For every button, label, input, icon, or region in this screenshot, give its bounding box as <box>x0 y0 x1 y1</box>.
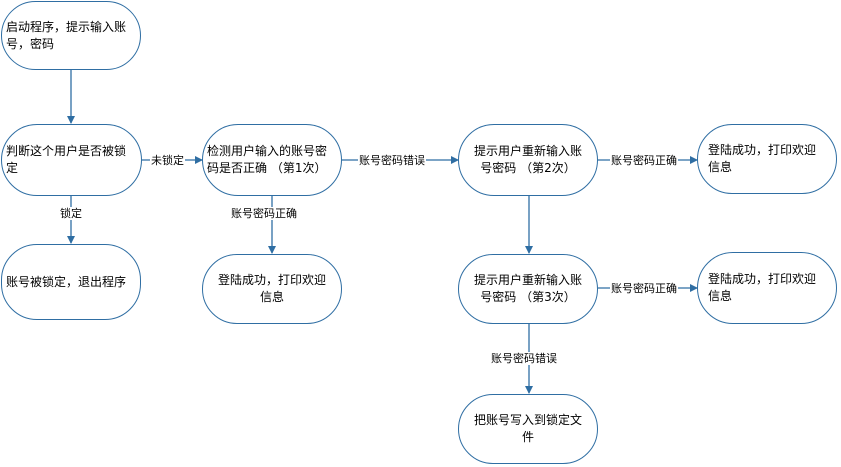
retry-third-node-text: 提示用户重新输入账号密码 （第3次） <box>473 273 582 304</box>
edge-label-locked: 锁定 <box>59 207 83 220</box>
locked-exit-node: 账号被锁定，退出程序 <box>1 244 141 320</box>
retry-second-node: 提示用户重新输入账号密码 （第2次） <box>458 124 598 196</box>
success-second-node: 登陆成功，打印欢迎信息 <box>697 124 837 194</box>
start-node: 启动程序，提示输入账号，密码 <box>1 1 141 70</box>
success-first-node: 登陆成功，打印欢迎信息 <box>202 254 342 324</box>
success-second-node-text: 登陆成功，打印欢迎信息 <box>708 143 817 174</box>
check-locked-node-text: 判断这个用户是否被锁定 <box>6 144 127 175</box>
write-lock-node: 把账号写入到锁定文件 <box>458 394 598 464</box>
edge-label-correct-first: 账号密码正确 <box>230 207 298 220</box>
verify-first-node: 检测用户输入的账号密码是否正确 （第1次） <box>202 124 342 196</box>
success-third-node: 登陆成功，打印欢迎信息 <box>697 252 837 324</box>
retry-third-node: 提示用户重新输入账号密码 （第3次） <box>458 254 598 324</box>
edge-label-not-locked: 未锁定 <box>150 154 185 167</box>
check-locked-node: 判断这个用户是否被锁定 <box>1 124 142 196</box>
verify-first-node-text: 检测用户输入的账号密码是否正确 （第1次） <box>207 144 328 175</box>
edge-label-wrong-first: 账号密码错误 <box>358 154 426 167</box>
edge-label-correct-third: 账号密码正确 <box>610 282 678 295</box>
success-third-node-text: 登陆成功，打印欢迎信息 <box>708 272 817 303</box>
success-first-node-text: 登陆成功，打印欢迎信息 <box>217 273 326 304</box>
retry-second-node-text: 提示用户重新输入账号密码 （第2次） <box>473 144 582 175</box>
start-node-text: 启动程序，提示输入账号，密码 <box>6 19 127 51</box>
edge-label-wrong-third: 账号密码错误 <box>490 352 558 365</box>
locked-exit-node-text: 账号被锁定，退出程序 <box>6 274 127 289</box>
edge-label-correct-second: 账号密码正确 <box>610 154 678 167</box>
write-lock-node-text: 把账号写入到锁定文件 <box>473 413 582 444</box>
